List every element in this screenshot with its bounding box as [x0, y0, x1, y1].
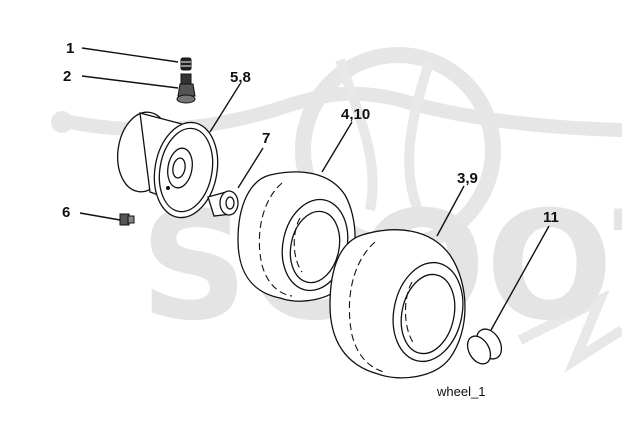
- part-grease-fitting: [79, 212, 135, 226]
- callout-3-9: 3,9: [457, 170, 478, 187]
- part-bushing: [207, 147, 264, 217]
- part-valve-cap: [81, 47, 192, 71]
- part-tire-rear: [329, 185, 466, 379]
- part-tire-front: [237, 121, 356, 302]
- callout-2: 2: [63, 68, 71, 85]
- part-valve-stem: [81, 73, 196, 104]
- part-hub-cap: [466, 225, 550, 365]
- figure-caption: wheel_1: [436, 384, 485, 399]
- part-rim: [117, 83, 241, 219]
- callout-4-10: 4,10: [341, 106, 370, 123]
- callout-6: 6: [62, 204, 70, 221]
- callout-1: 1: [66, 40, 74, 57]
- callout-7: 7: [262, 130, 270, 147]
- callout-5-8: 5,8: [230, 69, 251, 86]
- callout-11: 11: [543, 209, 559, 226]
